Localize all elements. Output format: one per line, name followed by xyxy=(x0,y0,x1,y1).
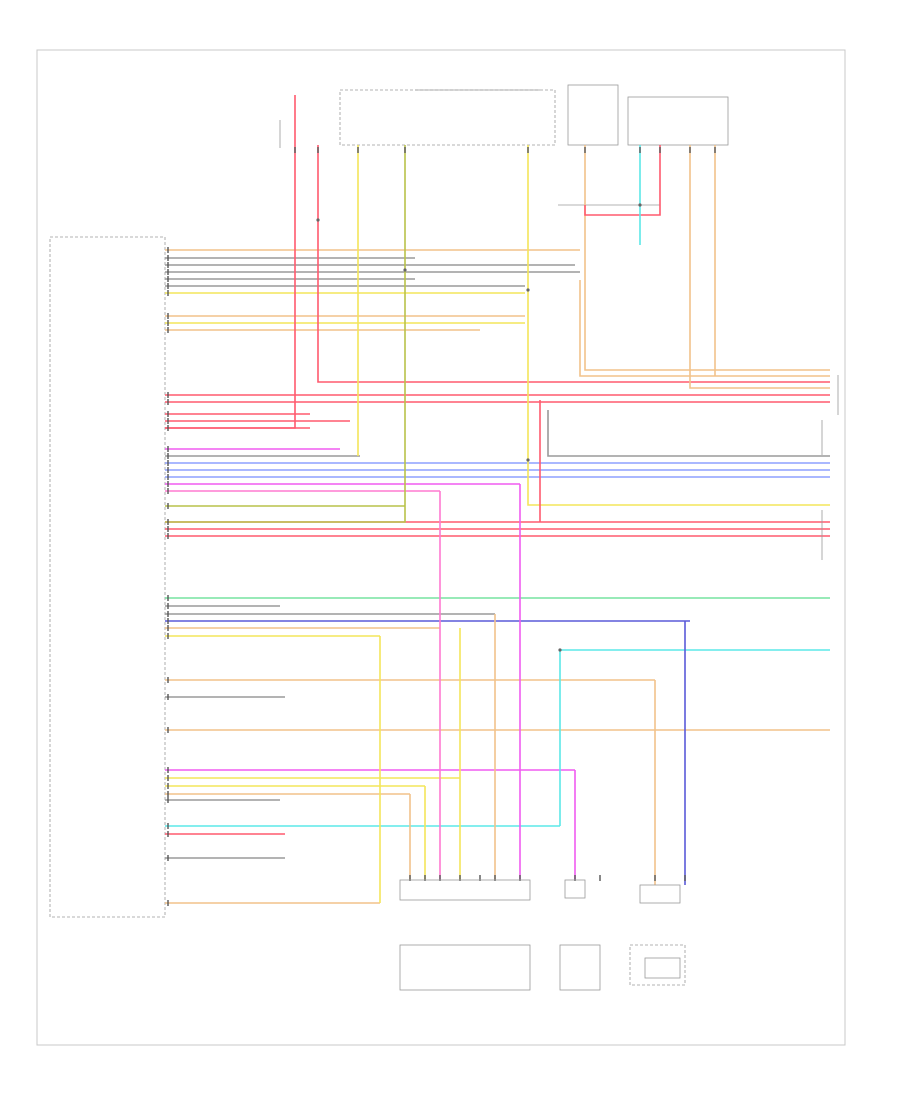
wire-layer xyxy=(165,95,830,904)
relay-coil-wire xyxy=(584,145,661,216)
right-terminals xyxy=(821,375,839,560)
starter-relay-wire xyxy=(165,145,406,523)
splice-3 xyxy=(403,268,407,272)
connector-pin-layer xyxy=(167,147,716,906)
aux-wire xyxy=(579,280,830,377)
splice-6 xyxy=(526,458,530,462)
ignition-feed-wire xyxy=(317,145,830,383)
top-components xyxy=(279,84,729,991)
sensor-feed-wire xyxy=(689,145,830,389)
bottom-connectors xyxy=(399,879,681,904)
sensor-signal-wire xyxy=(559,649,830,826)
module-outline xyxy=(49,236,166,918)
link-wire-2 xyxy=(547,410,830,457)
splice-1 xyxy=(316,218,320,222)
splice-4 xyxy=(638,203,642,207)
diagram-frame xyxy=(36,49,846,1046)
splice-2 xyxy=(526,288,530,292)
splice-5 xyxy=(558,648,562,652)
pcm-feed-wire xyxy=(527,145,830,506)
fuse-wire xyxy=(584,145,830,371)
fused-feed-wire xyxy=(165,95,296,429)
